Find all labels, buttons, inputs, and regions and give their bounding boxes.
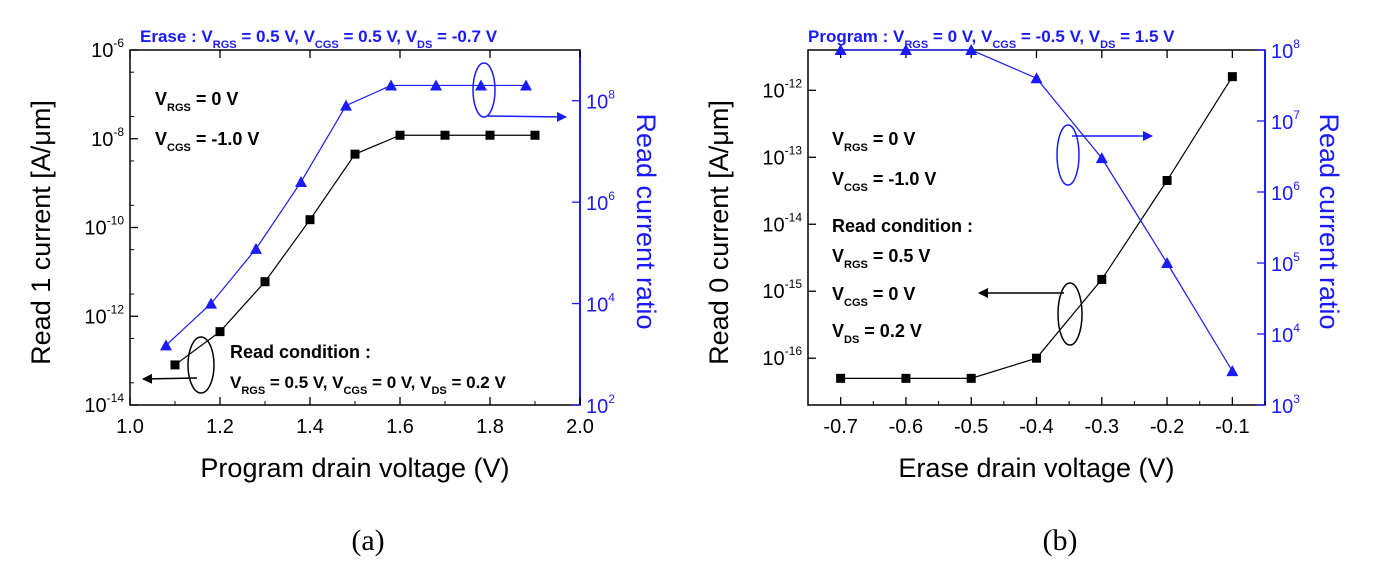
annotation-vcgs: VCGS = -1.0 V — [155, 129, 259, 154]
y2-tick-label: 107 — [1271, 108, 1300, 134]
y-tick-label: 10-10 — [84, 214, 124, 240]
current-group-ellipse — [187, 336, 215, 394]
data-point-square — [305, 215, 315, 225]
data-point-square — [1227, 72, 1237, 82]
data-point-triangle — [475, 79, 487, 91]
x-tick-label: 1.2 — [206, 416, 234, 438]
y2-tick-label: 104 — [586, 291, 615, 317]
data-point-triangle — [899, 44, 912, 55]
y-tick-label: 10-13 — [762, 143, 802, 169]
annotation-vcgs: VCGS = -1.0 V — [832, 169, 936, 194]
y2-tick-label: 108 — [1271, 37, 1300, 63]
x-tick-label: 1.4 — [296, 416, 324, 438]
ratio-group-ellipse — [472, 62, 496, 118]
data-point-square — [350, 149, 360, 159]
x-tick-label: 1.0 — [116, 416, 144, 438]
data-point-square — [485, 130, 495, 140]
current-group-ellipse — [1057, 282, 1083, 346]
data-point-triangle — [160, 339, 172, 351]
data-point-square — [170, 360, 180, 370]
ratio-group-ellipse — [1056, 124, 1080, 186]
data-point-triangle — [430, 79, 442, 91]
chart-panel-b: -0.7 -0.6 -0.5 -0.4 -0.3 -0.2 -0.1 10-16 10-15 10… — [704, 27, 1344, 483]
data-point-square — [1097, 274, 1107, 284]
y-tick-label: 10-15 — [762, 277, 802, 303]
y-tick-label: 10-14 — [84, 391, 124, 417]
data-point-triangle — [1095, 152, 1108, 164]
data-point-square — [260, 277, 270, 287]
y2-axis-title: Read current ratio — [1314, 113, 1344, 329]
data-point-triangle — [250, 242, 262, 254]
panel-label-b: (b) — [1043, 524, 1078, 557]
y2-tick-label: 104 — [1271, 321, 1300, 347]
y2-tick-label: 102 — [586, 392, 615, 418]
data-point-triangle — [520, 79, 532, 91]
data-point-triangle — [205, 297, 217, 309]
top-condition-title: Erase : VRGS = 0.5 V, VCGS = 0.5 V, VDS … — [140, 27, 498, 51]
x-tick-label: -0.1 — [1215, 416, 1249, 438]
data-point-square — [1032, 353, 1041, 363]
data-point-triangle — [834, 44, 847, 55]
x-tick-label: -0.6 — [889, 416, 923, 438]
y-tick-label: 10-12 — [762, 76, 802, 102]
annotation-rc-vrgs: VRGS = 0.5 V — [832, 246, 930, 271]
y2-tick-label: 106 — [586, 189, 615, 215]
y2-tick-label: 103 — [1271, 392, 1300, 418]
data-point-square — [440, 130, 450, 140]
x-tick-label: -0.5 — [954, 416, 988, 438]
x-tick-label: -0.4 — [1019, 416, 1053, 438]
y2-tick-label: 106 — [1271, 179, 1300, 205]
y-axis-title: Read 0 current [A/μm] — [704, 100, 734, 365]
data-point-triangle — [1226, 365, 1239, 377]
x-tick-label: 1.6 — [386, 416, 414, 438]
data-point-square — [901, 373, 911, 383]
series-ratio-line — [165, 84, 526, 346]
x-axis-title: Erase drain voltage (V) — [898, 453, 1174, 483]
data-point-square — [966, 373, 976, 383]
data-point-square — [530, 130, 540, 140]
data-point-triangle — [340, 99, 352, 111]
annotation-rc-vds: VDS = 0.2 V — [832, 321, 922, 346]
y-tick-label: 10-16 — [762, 344, 802, 370]
data-point-square — [215, 327, 225, 337]
y2-tick-label: 108 — [586, 88, 615, 114]
annotation-rc-vcgs: VCGS = 0 V — [832, 284, 915, 309]
y-axis-title: Read 1 current [A/μm] — [26, 100, 56, 365]
y-tick-label: 10-8 — [91, 125, 124, 151]
y2-tick-label: 105 — [1271, 250, 1300, 276]
annotation-read-condition-title: Read condition : — [832, 216, 973, 236]
data-point-square — [395, 130, 405, 140]
x-tick-label: 1.8 — [476, 416, 504, 438]
current-axis-arrow — [142, 373, 198, 384]
panel-label-a: (a) — [351, 524, 384, 557]
ratio-axis-arrow — [487, 111, 567, 122]
annotation-read-condition-title: Read condition : — [230, 342, 371, 362]
annotation-vrgs: VRGS = 0 V — [832, 129, 915, 154]
x-axis-title: Program drain voltage (V) — [200, 453, 509, 483]
x-tick-label: -0.3 — [1085, 416, 1119, 438]
annotation-read-condition: VRGS = 0.5 V, VCGS = 0 V, VDS = 0.2 V — [230, 373, 506, 397]
data-point-triangle — [1030, 72, 1043, 84]
data-point-square — [1162, 176, 1172, 186]
y-tick-label: 10-14 — [762, 210, 802, 236]
data-point-triangle — [295, 175, 307, 187]
y-tick-label: 10-6 — [91, 36, 124, 62]
x-tick-label: -0.2 — [1150, 416, 1184, 438]
annotation-vrgs: VRGS = 0 V — [155, 89, 238, 114]
x-tick-label: -0.7 — [823, 416, 857, 438]
data-point-triangle — [965, 44, 978, 55]
series-read-current-line — [174, 134, 535, 366]
data-point-triangle — [385, 79, 397, 91]
y2-axis-title: Read current ratio — [631, 113, 661, 329]
x-tick-label: 2.0 — [566, 416, 594, 438]
data-point-square — [836, 373, 846, 383]
chart-panel-a: 1.0 1.2 1.4 1.6 1.8 2.0 10-14 10-12 10-10 10-8 10-… — [26, 27, 661, 483]
data-point-triangle — [1161, 257, 1174, 268]
top-condition-title: Program : VRGS = 0 V, VCGS = -0.5 V, VDS… — [808, 27, 1175, 51]
y-tick-label: 10-12 — [84, 302, 124, 328]
